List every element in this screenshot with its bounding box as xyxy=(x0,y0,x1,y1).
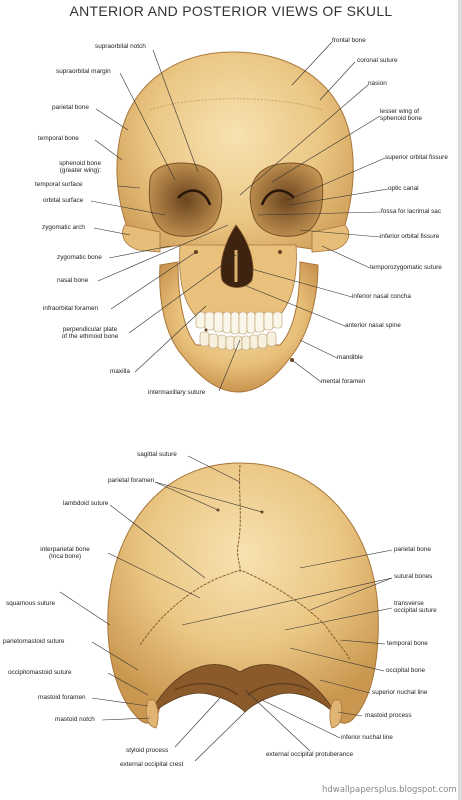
sagittal-suture-line xyxy=(237,464,241,573)
label-interparietal-bone: interparietal bone (Inca bone) xyxy=(40,546,90,560)
label-sutural-bones: sutural bones xyxy=(394,573,433,580)
label-coronal-suture: coronal suture xyxy=(357,57,398,64)
label-superior-nuchal-line: superior nuchal line xyxy=(372,689,428,696)
watermark-text: hdwallpapersplus.blogspot.com xyxy=(322,785,457,795)
label-inferior-nasal-concha: inferior nasal concha xyxy=(352,293,411,300)
label-sagittal-suture: sagittal suture xyxy=(137,451,177,458)
label-mandible: mandible xyxy=(337,354,363,361)
label-styloid-process: styloid process xyxy=(126,747,169,754)
label-supraorbital-notch: supraorbital notch xyxy=(95,43,146,50)
label-zygomatic-arch: zygomatic arch xyxy=(42,224,85,231)
lower-teeth xyxy=(199,331,277,351)
label-inferior-nuchal-line: inferior nuchal line xyxy=(341,734,393,741)
label-external-occipital-crest: external occipital crest xyxy=(120,761,184,768)
label-temporal-bone: temporal bone xyxy=(38,135,79,142)
label-fossa-lacrimal-sac: fossa for lacrimal sac xyxy=(381,208,442,215)
label-anterior-nasal-spine: anterior nasal spine xyxy=(345,322,401,329)
label-superior-orbital-fissure: superior orbital fissure xyxy=(385,154,448,161)
label-parietomastoid-suture: parietomastoid suture xyxy=(3,638,65,645)
label-temporal-bone-posterior: temporal bone xyxy=(387,640,428,647)
label-perpendicular-plate: perpendicular plate of the ethmoid bone xyxy=(61,326,119,340)
posterior-skull xyxy=(107,462,379,729)
upper-teeth xyxy=(195,311,283,335)
label-nasal-bone: nasal bone xyxy=(57,277,89,284)
label-temporozygomatic-suture: temporozygomatic suture xyxy=(370,264,442,271)
label-transverse-occipital-suture: transverse occipital suture xyxy=(394,600,437,614)
label-lesser-wing-sphenoid: lesser wing of sphenoid bone xyxy=(380,108,422,122)
label-nasion: nasion xyxy=(368,80,387,87)
label-mastoid-foramen: mastoid foramen xyxy=(38,694,86,701)
left-mastoid xyxy=(145,699,159,729)
label-occipital-bone: occipital bone xyxy=(386,667,426,674)
anterior-skull xyxy=(116,51,354,393)
label-parietal-bone: parietal bone xyxy=(52,104,89,111)
label-infraorbital-foramen: infraorbital foramen xyxy=(43,305,99,312)
right-orbit xyxy=(249,162,324,237)
left-zygomatic-arch xyxy=(122,224,161,253)
label-external-occipital-protuberance: external occipital protuberance xyxy=(266,751,354,758)
posterior-base xyxy=(149,664,337,716)
lambdoid-suture-line xyxy=(139,569,351,661)
label-frontal-bone: frontal bone xyxy=(332,37,366,44)
left-orbit xyxy=(148,162,223,237)
mandible-shape xyxy=(159,261,319,393)
label-maxilla: maxilla xyxy=(110,368,130,375)
label-mental-foramen: mental foramen xyxy=(321,378,366,385)
label-mastoid-process: mastoid process xyxy=(365,712,412,719)
label-intermaxillary-suture: intermaxillary suture xyxy=(148,389,206,396)
label-supraorbital-margin: supraorbital margin xyxy=(56,68,111,75)
leader-lines xyxy=(59,41,393,762)
page-title: ANTERIOR AND POSTERIOR VIEWS OF SKULL xyxy=(69,3,393,19)
label-temporal-surface: temporal surface xyxy=(35,181,83,188)
label-parietal-bone-posterior: parietal bone xyxy=(394,546,431,553)
label-lambdoid-suture: lambdoid suture xyxy=(63,500,109,507)
label-parietal-foramen: parietal foramen xyxy=(108,477,155,484)
label-squamous-suture: squamous suture xyxy=(6,600,56,607)
label-mastoid-notch: mastoid notch xyxy=(55,716,95,723)
label-occipitomastoid-suture: occipitomastoid suture xyxy=(8,669,72,676)
label-sphenoid-bone: sphenoid bone (greater wing): xyxy=(59,160,101,174)
label-inferior-orbital-fissure: inferior orbital fissure xyxy=(380,233,440,240)
page-right-border xyxy=(458,0,462,800)
label-zygomatic-bone: zygomatic bone xyxy=(57,254,102,261)
label-orbital-surface: orbital surface xyxy=(43,197,84,204)
label-optic-canal: optic canal xyxy=(388,185,419,192)
right-mastoid xyxy=(329,699,343,729)
